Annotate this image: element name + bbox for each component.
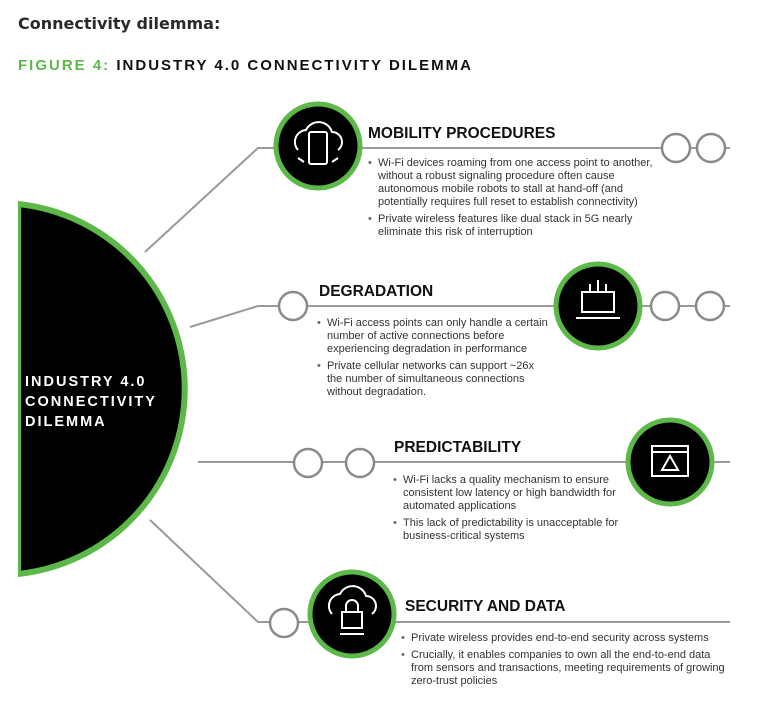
section-body-mobility: Wi-Fi devices roaming from one access po… <box>368 157 663 243</box>
section-title-degradation: DEGRADATION <box>319 283 434 300</box>
center-circle <box>15 200 188 578</box>
bullet: Private cellular networks can support ~2… <box>317 360 552 399</box>
bullet: Private wireless features like dual stac… <box>368 213 663 239</box>
connector-security <box>149 519 730 623</box>
center-line: CONNECTIVITY <box>25 394 157 410</box>
connector-mobility <box>144 147 730 253</box>
cloud-lock-icon <box>307 569 397 659</box>
center-line: DILEMMA <box>25 414 107 430</box>
warning-window-icon <box>625 417 715 507</box>
node-circle <box>277 290 309 322</box>
bullet: This lack of predictability is unaccepta… <box>393 517 623 543</box>
section-title-predictability: PREDICTABILITY <box>394 439 522 456</box>
node-circle <box>292 447 324 479</box>
bullet: Crucially, it enables companies to own a… <box>401 649 731 688</box>
bullet: Wi-Fi lacks a quality mechanism to ensur… <box>393 474 623 513</box>
node-circle <box>649 290 681 322</box>
cloud-phone-icon <box>273 101 363 191</box>
section-title-mobility: MOBILITY PROCEDURES <box>368 125 556 142</box>
section-body-security: Private wireless provides end-to-end sec… <box>401 632 731 692</box>
section-title-security: SECURITY AND DATA <box>405 598 566 615</box>
figure-label: FIGURE 4: <box>18 57 111 74</box>
bullet: Wi-Fi devices roaming from one access po… <box>368 157 663 209</box>
bullet: Private wireless provides end-to-end sec… <box>401 632 731 645</box>
laptop-network-icon <box>553 261 643 351</box>
bullet: Wi-Fi access points can only handle a ce… <box>317 317 552 356</box>
node-circle <box>268 607 300 639</box>
node-circle <box>660 132 692 164</box>
center-label: INDUSTRY 4.0 CONNECTIVITY DILEMMA <box>25 372 185 432</box>
node-circle <box>695 132 727 164</box>
node-circle <box>694 290 726 322</box>
figure-caption: FIGURE 4: INDUSTRY 4.0 CONNECTIVITY DILE… <box>18 57 473 74</box>
center-line: INDUSTRY 4.0 <box>25 374 147 390</box>
figure-title: INDUSTRY 4.0 CONNECTIVITY DILEMMA <box>116 57 473 74</box>
section-body-predictability: Wi-Fi lacks a quality mechanism to ensur… <box>393 474 623 547</box>
page-heading: Connectivity dilemma: <box>18 14 221 33</box>
node-circle <box>344 447 376 479</box>
section-body-degradation: Wi-Fi access points can only handle a ce… <box>317 317 552 403</box>
